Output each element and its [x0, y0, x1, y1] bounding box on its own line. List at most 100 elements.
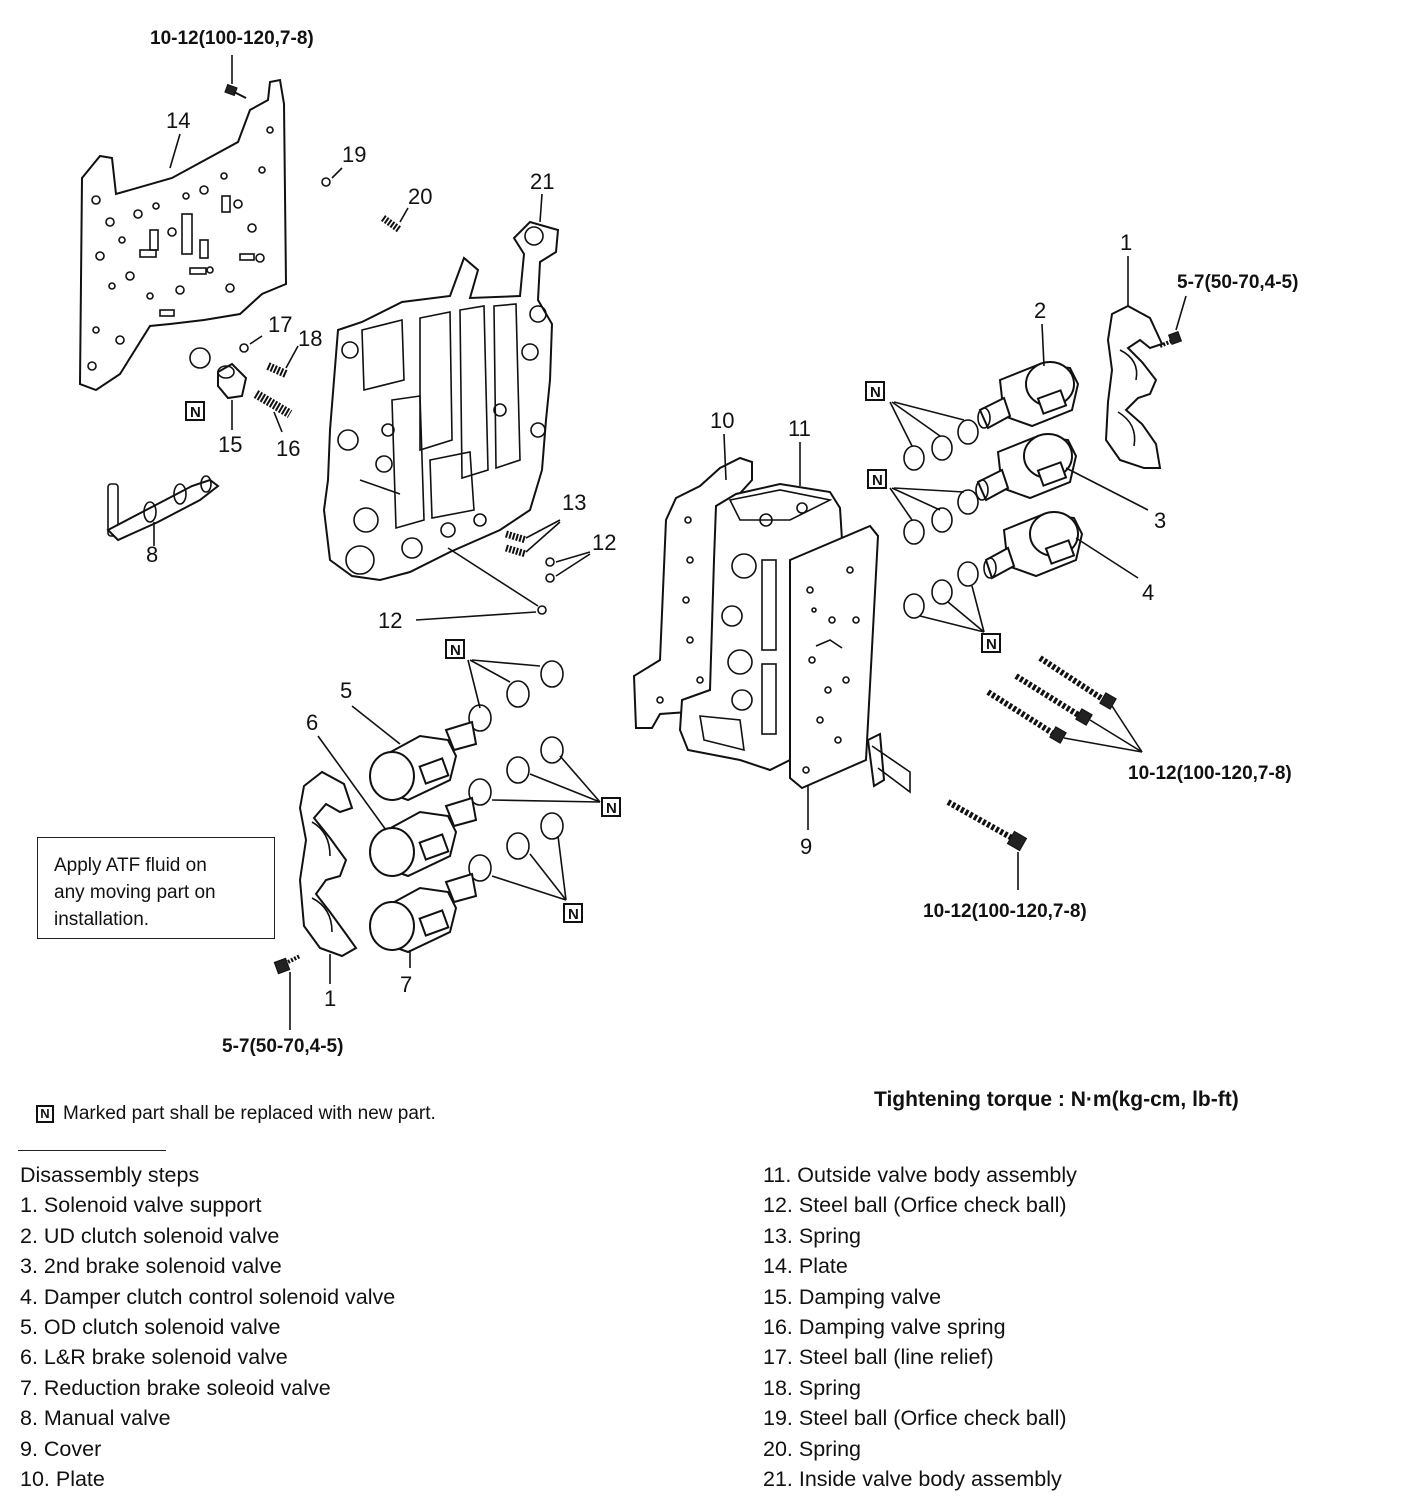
- callout-14: 14: [166, 108, 190, 133]
- callout-8: 8: [146, 542, 158, 567]
- springs-13: [504, 530, 528, 558]
- damping-valve-spring-16: [253, 390, 293, 418]
- bolt-bottom-right: [946, 799, 1028, 852]
- steps-left-column: Disassembly steps 1. Solenoid valve supp…: [20, 1160, 395, 1494]
- solenoid-support-1-right: [1104, 304, 1164, 469]
- callout-4: 4: [1142, 580, 1154, 605]
- o-ring-left: [189, 347, 211, 369]
- exploded-view-diagram: 10-12(100-120,7-8) 5-7(50-70,4-5) 10-12(…: [78, 28, 1298, 1057]
- bolt-top-left: [224, 55, 247, 99]
- callout-1-right: 1: [1120, 230, 1132, 255]
- steel-ball-12a: [545, 557, 555, 567]
- bolt-right-upper: [1159, 330, 1183, 348]
- torque-label-bottom-right: 10-12(100-120,7-8): [923, 901, 1087, 922]
- note-line-2: any moving part on: [54, 882, 216, 903]
- callout-16: 16: [276, 436, 300, 461]
- steel-ball-12c: [537, 605, 547, 615]
- step-item: 7. Reduction brake soleoid valve: [20, 1375, 331, 1400]
- manual-valve-8: [106, 475, 220, 542]
- steps-title: Disassembly steps: [20, 1163, 200, 1187]
- callout-20: 20: [408, 184, 432, 209]
- callout-18: 18: [298, 326, 322, 351]
- callout-15: 15: [218, 432, 242, 457]
- o-rings-lower: [468, 660, 564, 882]
- legend-replace: N Marked part shall be replaced with new…: [36, 1103, 436, 1125]
- step-item: 3. 2nd brake solenoid valve: [20, 1254, 282, 1279]
- plate-14: [78, 78, 288, 392]
- callout-3: 3: [1154, 508, 1166, 533]
- callout-5: 5: [340, 678, 352, 703]
- step-item: 11. Outside valve body assembly: [763, 1163, 1077, 1187]
- new-part-marker: N: [563, 903, 583, 923]
- step-item: 9. Cover: [20, 1436, 102, 1461]
- callout-21: 21: [530, 169, 554, 194]
- new-part-marker: N: [867, 469, 887, 489]
- step-item: 5. OD clutch solenoid valve: [20, 1315, 281, 1340]
- od-clutch-solenoid-5: [369, 720, 478, 802]
- callout-17: 17: [268, 312, 292, 337]
- step-item: 1. Solenoid valve support: [20, 1193, 262, 1218]
- svg-text:N: N: [872, 472, 883, 489]
- new-part-marker: N: [185, 401, 205, 421]
- step-item: 16. Damping valve spring: [763, 1315, 1006, 1340]
- lr-brake-solenoid-6: [369, 796, 478, 878]
- solenoid-support-1-left: [298, 770, 358, 958]
- note-line-1: Apply ATF fluid on: [54, 855, 207, 876]
- callout-19: 19: [342, 142, 366, 167]
- reduction-brake-solenoid-7: [369, 872, 478, 954]
- step-item: 8. Manual valve: [20, 1406, 171, 1431]
- bolts-right: [986, 655, 1117, 744]
- step-item: 12. Steel ball (Orfice check ball): [763, 1193, 1067, 1218]
- new-part-marker-icon: N: [36, 1105, 54, 1123]
- steel-ball-12b: [545, 573, 555, 583]
- callout-7: 7: [400, 972, 412, 997]
- step-item: 19. Steel ball (Orfice check ball): [763, 1406, 1067, 1431]
- steel-ball-17: [239, 343, 249, 353]
- bolt-bottom-left: [273, 954, 301, 975]
- svg-text:N: N: [568, 906, 579, 923]
- detent-bracket: [866, 732, 911, 794]
- spring-18: [266, 362, 288, 378]
- new-part-marker: N: [865, 381, 885, 401]
- svg-text:N: N: [986, 636, 997, 653]
- step-item: 17. Steel ball (line relief): [763, 1345, 994, 1370]
- torque-label-top-left: 10-12(100-120,7-8): [150, 28, 314, 49]
- callout-9: 9: [800, 834, 812, 859]
- step-item: 21. Inside valve body assembly: [763, 1467, 1062, 1492]
- callout-12-left: 12: [378, 608, 402, 633]
- note-box: Apply ATF fluid on any moving part on in…: [37, 837, 275, 939]
- step-item: 13. Spring: [763, 1223, 862, 1248]
- svg-text:N: N: [450, 642, 461, 659]
- new-part-marker: N: [981, 633, 1001, 653]
- spring-20: [380, 215, 403, 233]
- damping-valve-15: [217, 362, 248, 400]
- callout-13: 13: [562, 490, 586, 515]
- step-item: 20. Spring: [763, 1436, 862, 1461]
- damper-clutch-solenoid-4: [983, 511, 1084, 580]
- step-item: 6. L&R brake solenoid valve: [20, 1345, 288, 1370]
- callout-11: 11: [788, 416, 811, 441]
- callout-10: 10: [710, 408, 734, 433]
- steps-right-column: 11. Outside valve body assembly 12. Stee…: [763, 1160, 1077, 1494]
- svg-text:N: N: [606, 800, 617, 817]
- ud-clutch-solenoid-2: [977, 361, 1080, 430]
- callout-2: 2: [1034, 298, 1046, 323]
- new-part-marker: N: [445, 639, 465, 659]
- step-item: 4. Damper clutch control solenoid valve: [20, 1284, 396, 1309]
- step-item: 14. Plate: [763, 1254, 848, 1279]
- o-rings-right: [903, 419, 979, 619]
- torque-legend: Tightening torque : N·m(kg-cm, lb-ft): [874, 1088, 1239, 1111]
- step-item: 15. Damping valve: [763, 1284, 942, 1309]
- inside-valve-body: [322, 220, 560, 582]
- note-line-3: installation.: [54, 909, 150, 930]
- step-item: 18. Spring: [763, 1375, 862, 1400]
- torque-label-right-bolts: 10-12(100-120,7-8): [1128, 763, 1292, 784]
- legend-replace-text: Marked part shall be replaced with new p…: [63, 1103, 436, 1124]
- callout-1-left: 1: [324, 986, 336, 1011]
- callout-6: 6: [306, 710, 318, 735]
- divider: [18, 1150, 166, 1151]
- steel-ball-19: [321, 177, 331, 187]
- step-item: 2. UD clutch solenoid valve: [20, 1223, 280, 1248]
- new-part-marker: N: [601, 797, 621, 817]
- svg-text:N: N: [190, 404, 201, 421]
